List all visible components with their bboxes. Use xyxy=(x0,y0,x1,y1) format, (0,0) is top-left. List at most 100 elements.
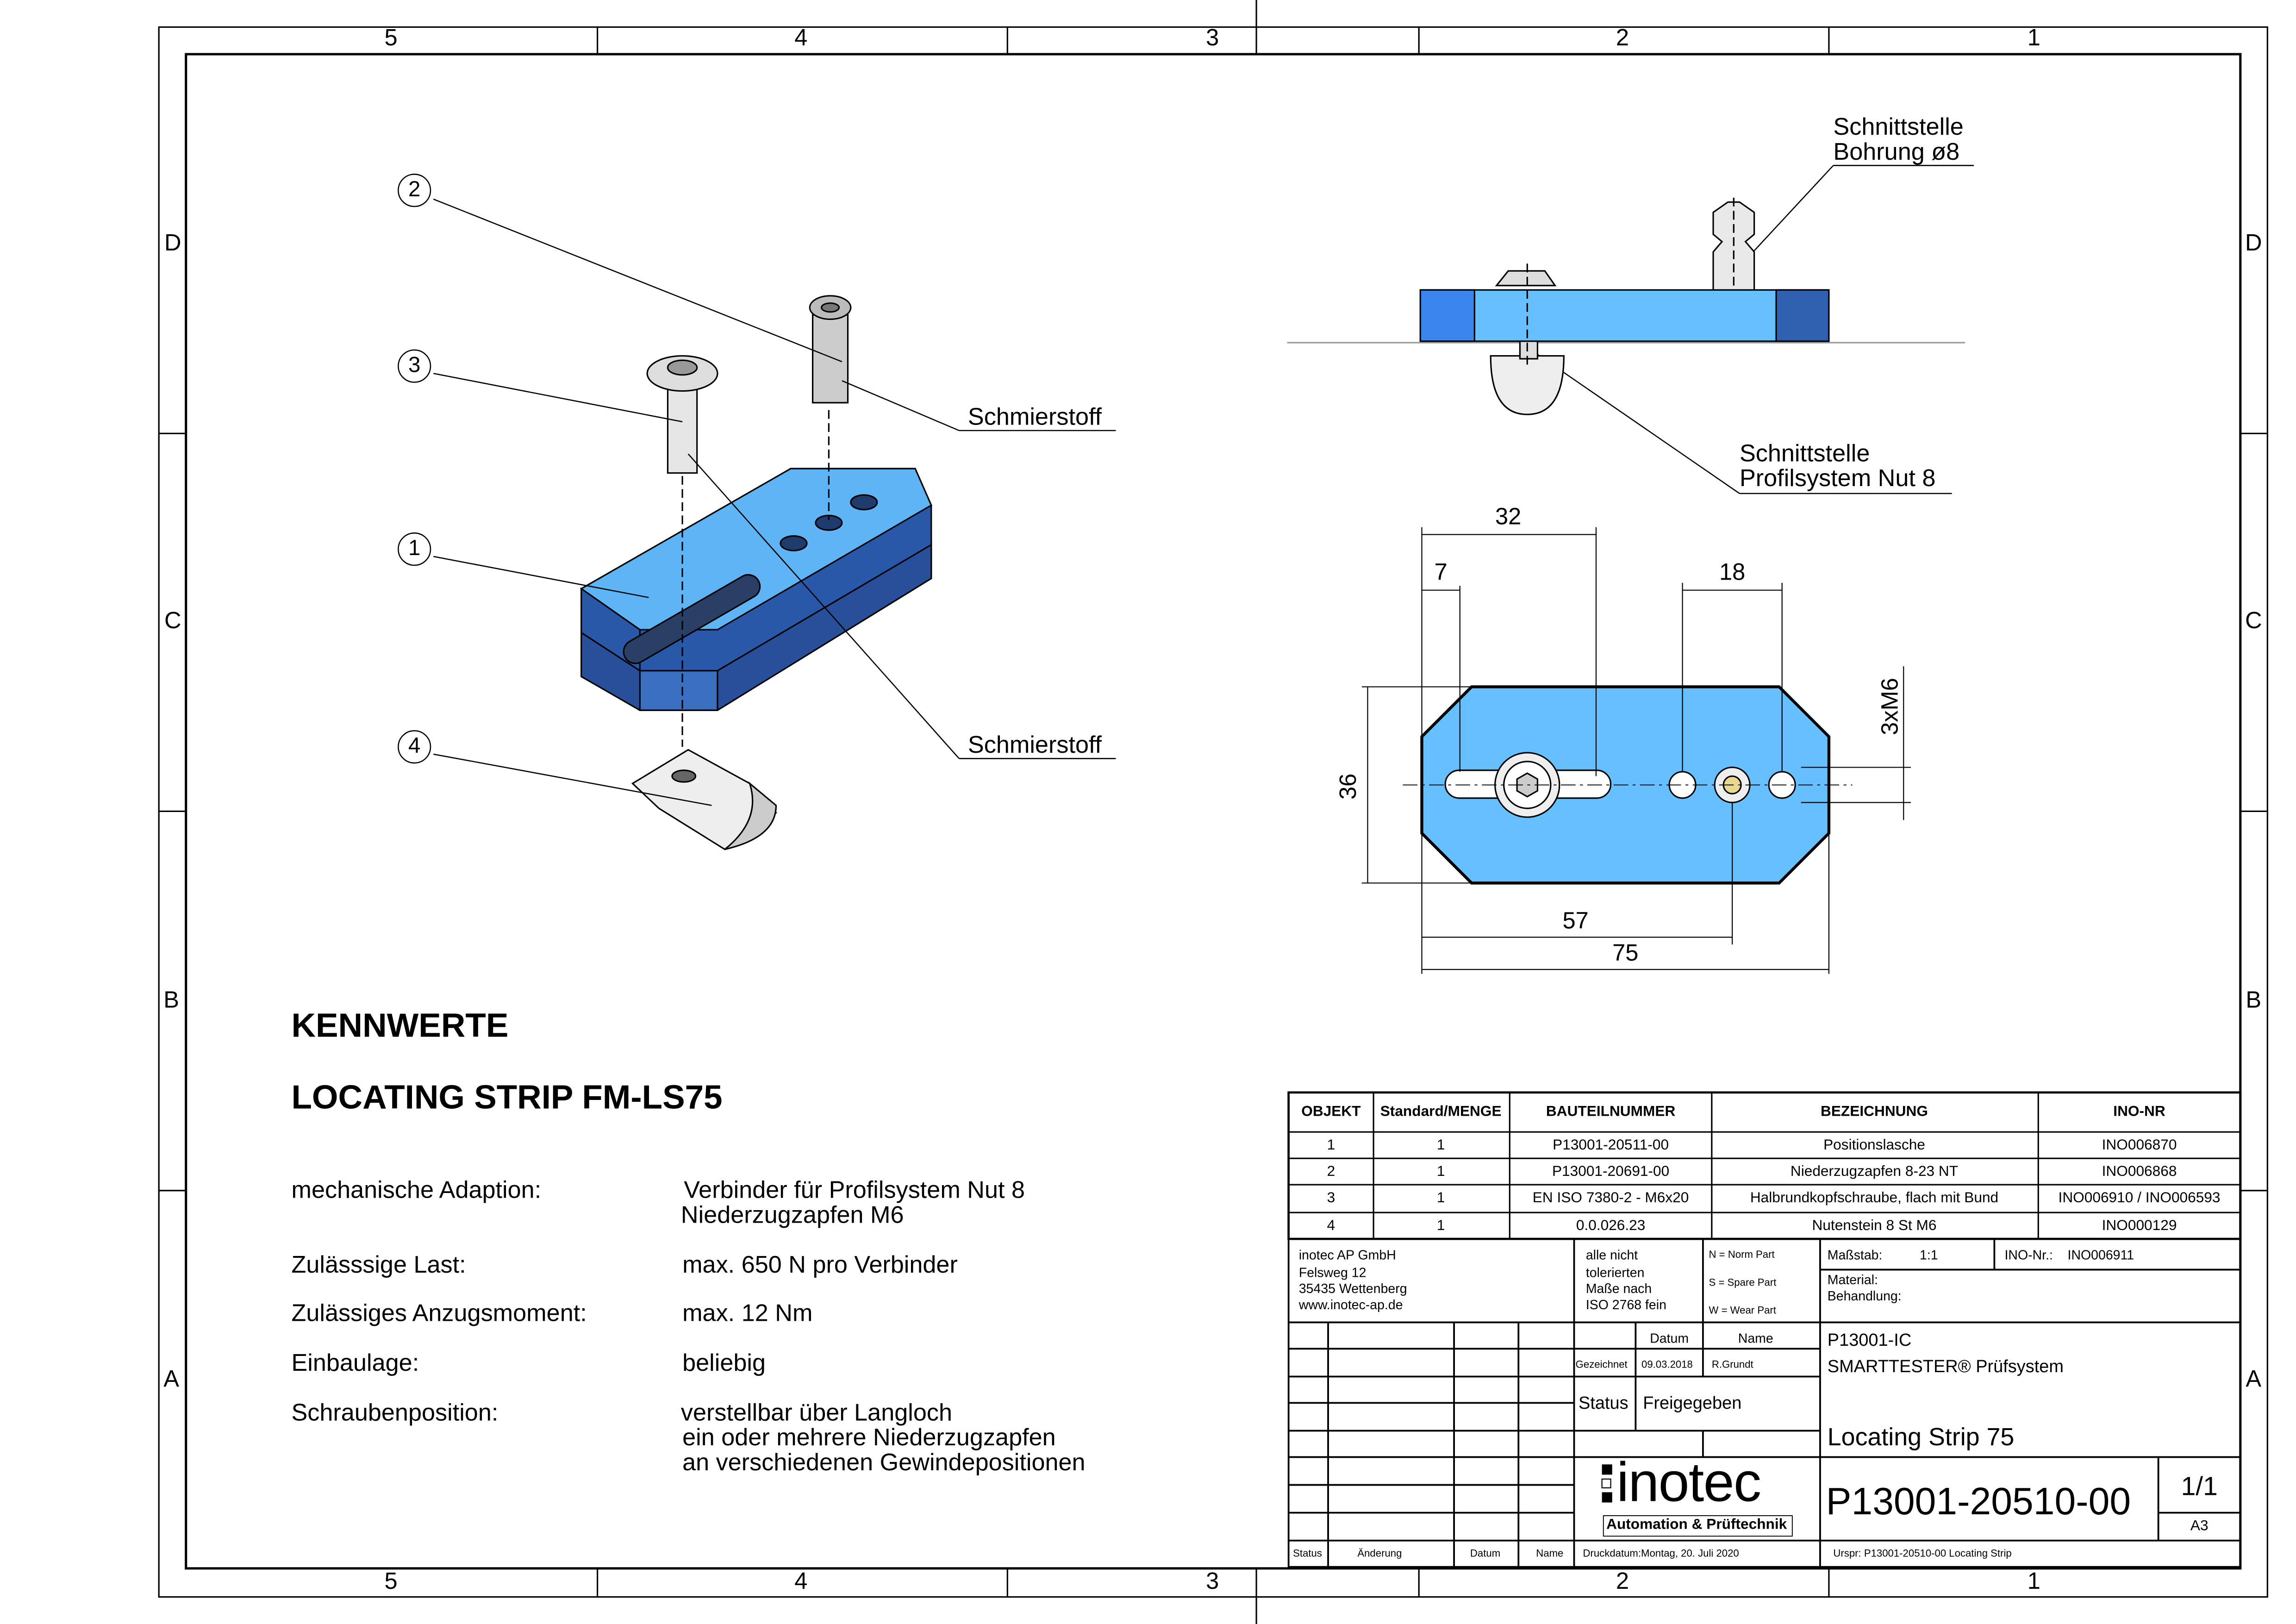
zone-col-3: 3 xyxy=(1206,26,1219,51)
callout-3: 3 xyxy=(408,353,421,378)
zone-col-1: 1 xyxy=(2027,26,2040,51)
dim-36: 36 xyxy=(1337,773,1362,800)
dim-75: 75 xyxy=(1612,941,1639,967)
spec-value: Verbinder für Profilsystem Nut 8 xyxy=(684,1177,1025,1204)
zone-row-b: B xyxy=(163,988,179,1013)
zone-row-b-right: B xyxy=(2246,988,2262,1013)
rev-header-status: Status xyxy=(1293,1549,1322,1560)
zone-row-c-right: C xyxy=(2245,609,2262,634)
scale-label: Maßstab: xyxy=(1827,1248,1883,1262)
bom-header: BEZEICHNUNG xyxy=(1820,1104,1928,1120)
scale-value: 1:1 xyxy=(1920,1248,1938,1262)
dim-7: 7 xyxy=(1434,561,1447,586)
bom-cell: 1 xyxy=(1436,1218,1445,1235)
zone-col-4-bottom: 4 xyxy=(794,1570,808,1595)
zone-row-c: C xyxy=(164,609,181,634)
bom-cell: Nutenstein 8 St M6 xyxy=(1812,1218,1937,1235)
bom-cell: INO000129 xyxy=(2102,1218,2177,1235)
bom-header: OBJEKT xyxy=(1301,1104,1361,1120)
project-number: P13001-IC xyxy=(1827,1330,1912,1350)
bom-header: INO-NR xyxy=(2113,1104,2165,1120)
bom-cell: Niederzugzapfen 8-23 NT xyxy=(1790,1164,1959,1181)
zone-col-2-bottom: 2 xyxy=(1616,1570,1629,1595)
address-line: www.inotec-ap.de xyxy=(1298,1297,1403,1312)
leader-lines xyxy=(398,165,1974,806)
address-line: inotec AP GmbH xyxy=(1298,1248,1396,1262)
dim-3xm6: 3xM6 xyxy=(1878,678,1904,735)
zone-col-4: 4 xyxy=(794,26,808,51)
bom-cell: INO006910 / INO006593 xyxy=(2058,1190,2221,1207)
tolerance-line: tolerierten xyxy=(1585,1265,1645,1280)
part-type-spare: S = Spare Part xyxy=(1709,1278,1777,1289)
drawn-date: 09.03.2018 xyxy=(1641,1360,1693,1371)
bom-cell: 1 xyxy=(1436,1137,1445,1154)
name-label: Name xyxy=(1738,1331,1773,1346)
system-name: SMARTTESTER® Prüfsystem xyxy=(1827,1356,2064,1377)
datum-label: Datum xyxy=(1650,1331,1689,1346)
bom-cell: 1 xyxy=(1436,1164,1445,1181)
dim-18: 18 xyxy=(1719,561,1746,586)
top-view xyxy=(1403,685,1853,885)
drawing-number: P13001-20510-00 xyxy=(1826,1479,2131,1523)
zone-col-1-bottom: 1 xyxy=(2027,1570,2040,1595)
bom-header: BAUTEILNUMMER xyxy=(1546,1104,1676,1120)
label-interface-profile-slot: Profilsystem Nut 8 xyxy=(1739,465,1936,492)
status-value: Freigegeben xyxy=(1643,1393,1742,1413)
zone-col-5-bottom: 5 xyxy=(384,1570,398,1595)
bom-cell: INO006868 xyxy=(2102,1164,2177,1181)
label-interface-bore: Schnittstelle xyxy=(1833,114,1964,141)
address-line: Felsweg 12 xyxy=(1298,1265,1366,1280)
callout-1: 1 xyxy=(408,536,421,561)
status-label: Status xyxy=(1578,1393,1628,1413)
drawn-label: Gezeichnet xyxy=(1575,1360,1628,1371)
inotec-logo: inotec xyxy=(1616,1452,1761,1514)
spec-value: Niederzugzapfen M6 xyxy=(680,1202,904,1229)
origin-file: Urspr: P13001-20510-00 Locating Strip xyxy=(1833,1549,2012,1560)
label-interface-bore-size: Bohrung ø8 xyxy=(1833,139,1960,166)
spec-value: max. 12 Nm xyxy=(682,1300,813,1327)
bom-cell: P13001-20511-00 xyxy=(1553,1137,1669,1154)
side-view xyxy=(1287,198,1965,415)
specs-title: LOCATING STRIP FM-LS75 xyxy=(291,1078,723,1116)
bom-cell: Positionslasche xyxy=(1823,1137,1925,1154)
zone-row-d: D xyxy=(164,231,181,256)
zone-row-a-right: A xyxy=(2246,1368,2262,1393)
inotec-logo-subtitle: Automation & Prüftechnik xyxy=(1606,1517,1787,1533)
bom-cell: 1 xyxy=(1436,1190,1445,1207)
treatment-label: Behandlung: xyxy=(1827,1288,1902,1304)
part-type-wear: W = Wear Part xyxy=(1709,1306,1776,1317)
spec-label: Einbaulage: xyxy=(291,1350,419,1377)
bom-cell: 3 xyxy=(1327,1190,1335,1207)
rev-header-name: Name xyxy=(1536,1549,1564,1560)
bom-cell: 0.0.026.23 xyxy=(1576,1218,1646,1235)
spec-value: ein oder mehrere Niederzugzapfen xyxy=(682,1424,1056,1451)
tolerance-line: alle nicht xyxy=(1585,1248,1638,1262)
zone-row-a: A xyxy=(163,1368,179,1393)
label-interface-profile: Schnittstelle xyxy=(1739,441,1870,468)
ino-value: INO006911 xyxy=(2067,1248,2134,1262)
specs-heading: KENNWERTE xyxy=(291,1006,509,1044)
spec-label: Schraubenposition: xyxy=(291,1400,499,1427)
paper-format: A3 xyxy=(2190,1518,2209,1535)
bom-cell: 2 xyxy=(1327,1164,1335,1181)
label-lubricant-top: Schmierstoff xyxy=(967,404,1102,431)
dimension-lines xyxy=(1361,527,1911,974)
address-line: 35435 Wettenberg xyxy=(1298,1281,1407,1296)
rev-header-date: Datum xyxy=(1470,1549,1501,1560)
spec-label: Zulässiges Anzugsmoment: xyxy=(291,1300,587,1327)
dim-57: 57 xyxy=(1562,909,1589,935)
isometric-view xyxy=(580,295,932,850)
bom-cell: 1 xyxy=(1327,1137,1335,1154)
bom-header: Standard/MENGE xyxy=(1380,1104,1502,1120)
callout-2: 2 xyxy=(408,177,421,202)
rev-header-change: Änderung xyxy=(1357,1549,1402,1560)
zone-row-d-right: D xyxy=(2245,231,2262,256)
material-label: Material: xyxy=(1827,1272,1878,1287)
bom-cell: 4 xyxy=(1327,1218,1335,1235)
sheet-number: 1/1 xyxy=(2181,1472,2218,1501)
spec-value: verstellbar über Langloch xyxy=(680,1400,953,1427)
dim-32: 32 xyxy=(1495,505,1522,531)
zone-col-2: 2 xyxy=(1616,26,1629,51)
